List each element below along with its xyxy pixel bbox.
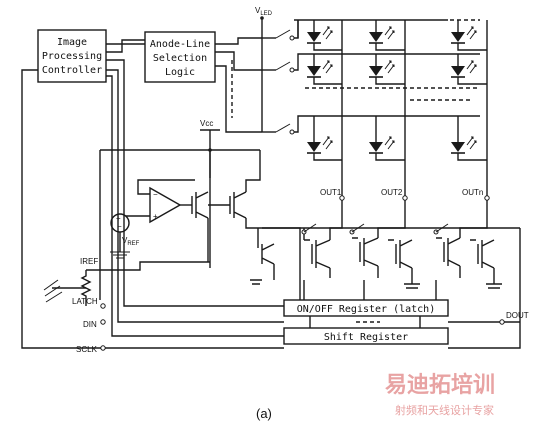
led [307, 54, 342, 85]
onoff-register-label: ON/OFF Register (latch) [297, 304, 435, 315]
vcc-label: Vcc [200, 119, 213, 128]
led [451, 20, 487, 51]
led [451, 54, 487, 85]
vled-label: VLED [255, 6, 273, 17]
asl-line1: Anode-Line [150, 39, 210, 50]
shift-register-label: Shift Register [324, 332, 408, 343]
iref-label: IREF [80, 257, 98, 266]
anode-line-selection-logic: Anode-Line Selection Logic [144, 31, 216, 83]
vref-label: VREF [122, 236, 140, 247]
svg-text:−: − [117, 222, 122, 231]
dout-label: DOUT [506, 311, 529, 320]
outn-label: OUTn [462, 188, 483, 197]
onoff-register: ON/OFF Register (latch) [283, 299, 449, 317]
led [307, 20, 342, 51]
op-amp: − + [149, 186, 182, 224]
out2-label: OUT2 [381, 188, 403, 197]
image-processing-controller: Image Processing Controller [37, 29, 107, 83]
led-matrix [307, 20, 487, 161]
led [369, 116, 405, 161]
latch-label: LATCH [72, 297, 98, 306]
asl-line2: Selection [153, 53, 207, 64]
figure-caption: (a) [256, 406, 272, 421]
sclk-label: SCLK [76, 345, 98, 354]
led [369, 20, 405, 51]
out1-label: OUT1 [320, 188, 342, 197]
svg-text:+: + [153, 212, 158, 221]
ipc-line1: Image [57, 37, 87, 48]
svg-text:−: − [153, 190, 158, 199]
watermark-title: 易迪拓培训 [385, 372, 495, 398]
ipc-line3: Controller [42, 65, 102, 76]
din-label: DIN [83, 320, 97, 329]
watermark-subtitle: 射频和天线设计专家 [395, 403, 494, 417]
mirror-transistors [191, 150, 301, 300]
led [369, 54, 405, 85]
output-drivers [250, 200, 520, 289]
shift-register: Shift Register [283, 327, 449, 345]
led [451, 116, 487, 161]
led [307, 116, 342, 161]
ipc-line2: Processing [42, 51, 102, 62]
asl-line3: Logic [165, 67, 195, 78]
